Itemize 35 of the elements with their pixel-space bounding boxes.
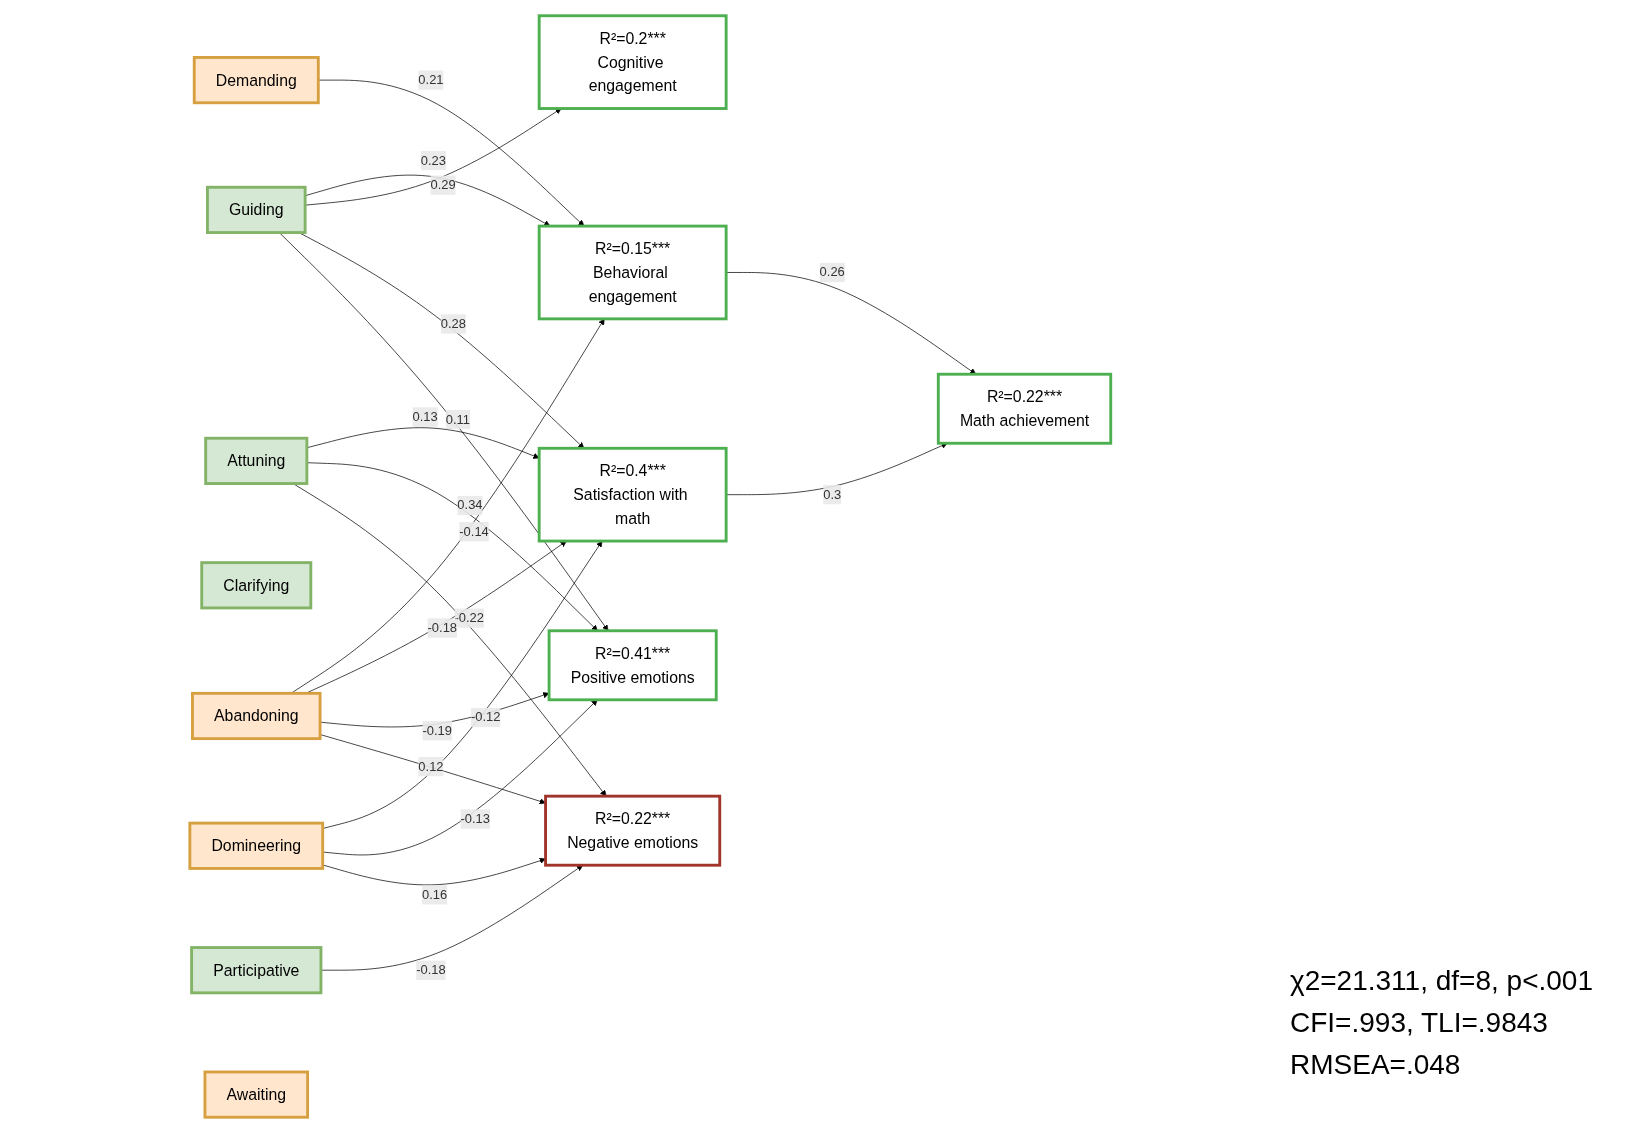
node-box: Abandoning bbox=[190, 691, 322, 741]
edge-label: 0.29 bbox=[430, 177, 456, 192]
edge-label: -0.13 bbox=[460, 811, 490, 826]
edge-label: 0.34 bbox=[457, 497, 483, 513]
fit-statistics: RMSEA=.048 bbox=[1290, 1048, 1462, 1082]
edge-label: 0.28 bbox=[440, 316, 466, 331]
node-box: Demanding bbox=[192, 56, 320, 105]
node-box: R²=0.4*** Satisfaction with math bbox=[537, 446, 728, 543]
edge-label: -0.22 bbox=[454, 610, 484, 625]
node-box: R²=0.22*** Math achievement bbox=[936, 372, 1112, 445]
node-box: R²=0.15*** Behavioral engagement bbox=[537, 224, 728, 321]
node-box: Attuning bbox=[203, 436, 308, 485]
edge-label: 0.16 bbox=[421, 887, 447, 902]
edge-label: -0.18 bbox=[415, 962, 446, 978]
node-box: R²=0.22*** Negative emotions bbox=[543, 794, 721, 867]
node-box: R²=0.41*** Positive emotions bbox=[547, 629, 718, 702]
node-box: Domineering bbox=[188, 821, 324, 870]
edge-label: 0.21 bbox=[418, 72, 444, 87]
node-box: R²=0.2*** Cognitive engagement bbox=[537, 14, 728, 110]
node-box: Awaiting bbox=[203, 1070, 309, 1119]
node-box: Guiding bbox=[205, 185, 307, 234]
fit-statistics: χ2=21.311, df=8, p<.001 bbox=[1290, 964, 1593, 998]
edge-label: 0.26 bbox=[819, 264, 845, 280]
edge-label: -0.19 bbox=[422, 723, 452, 738]
edge-label: 0.12 bbox=[418, 759, 444, 774]
edge-label: 0.11 bbox=[445, 412, 470, 427]
edge-label: 0.3 bbox=[822, 487, 841, 502]
node-box: Clarifying bbox=[200, 561, 312, 610]
edge-label: -0.18 bbox=[427, 620, 457, 635]
edge-label: -0.14 bbox=[458, 524, 489, 539]
edge-label: -0.12 bbox=[470, 709, 501, 725]
edge-label: 0.13 bbox=[412, 409, 438, 424]
fit-statistics: CFI=.993, TLI=.9843 bbox=[1290, 1006, 1549, 1040]
node-box: Participative bbox=[189, 946, 323, 995]
edge-label: 0.23 bbox=[420, 153, 446, 168]
